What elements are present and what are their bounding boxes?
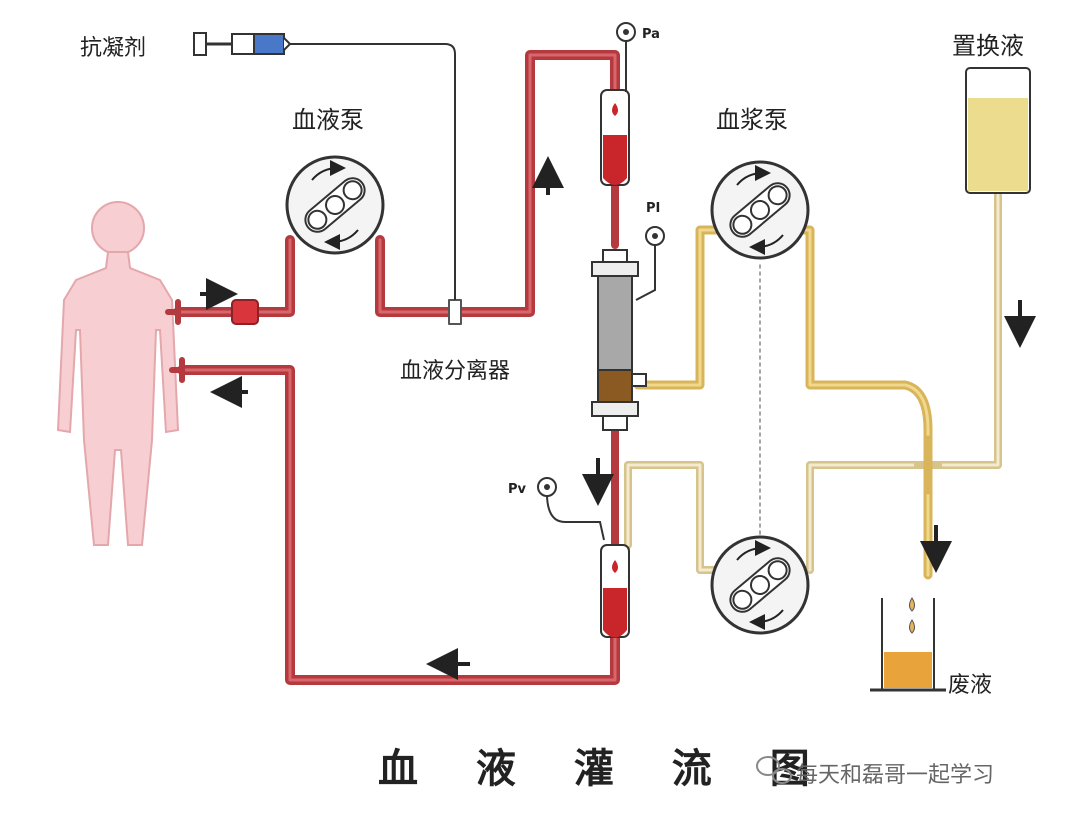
diagram-title: 血 液 灌 流 图 <box>378 746 832 792</box>
wechat-icon <box>756 756 792 784</box>
blood-pump-label: 血液泵 <box>292 106 364 134</box>
separator-label: 血液分离器 <box>400 359 510 384</box>
waste-fluid-label: 废液 <box>948 673 992 698</box>
flow-arrows <box>200 156 1036 680</box>
plasma-pump-label: 血浆泵 <box>716 106 788 134</box>
replacement-fluid-label: 置换液 <box>952 32 1024 60</box>
patient-figure <box>56 201 180 546</box>
drip-chamber-bottom <box>600 544 630 638</box>
gauge-pv-label: Pv <box>508 482 527 497</box>
gauge-pa-label: Pa <box>642 27 660 42</box>
gauge-pi: PI <box>635 201 665 301</box>
gauge-pv: Pv <box>508 477 605 541</box>
gauge-pa: Pa <box>616 22 660 92</box>
plasma-pump-bottom <box>710 535 810 635</box>
blood-pump <box>285 155 385 255</box>
gauge-pi-label: PI <box>646 201 660 216</box>
drip-chamber-top <box>600 89 630 186</box>
anticoagulant-label: 抗凝剂 <box>80 36 146 61</box>
plasma-circuit <box>624 191 1002 580</box>
replacement-fluid-bag <box>965 67 1031 194</box>
syringe-icon <box>193 32 456 300</box>
plasma-pump-top <box>710 160 810 260</box>
waste-container <box>870 597 946 692</box>
blood-separator <box>591 249 647 431</box>
watermark-text: 每天和磊哥一起学习 <box>796 763 994 788</box>
blood-circuit <box>165 50 620 685</box>
